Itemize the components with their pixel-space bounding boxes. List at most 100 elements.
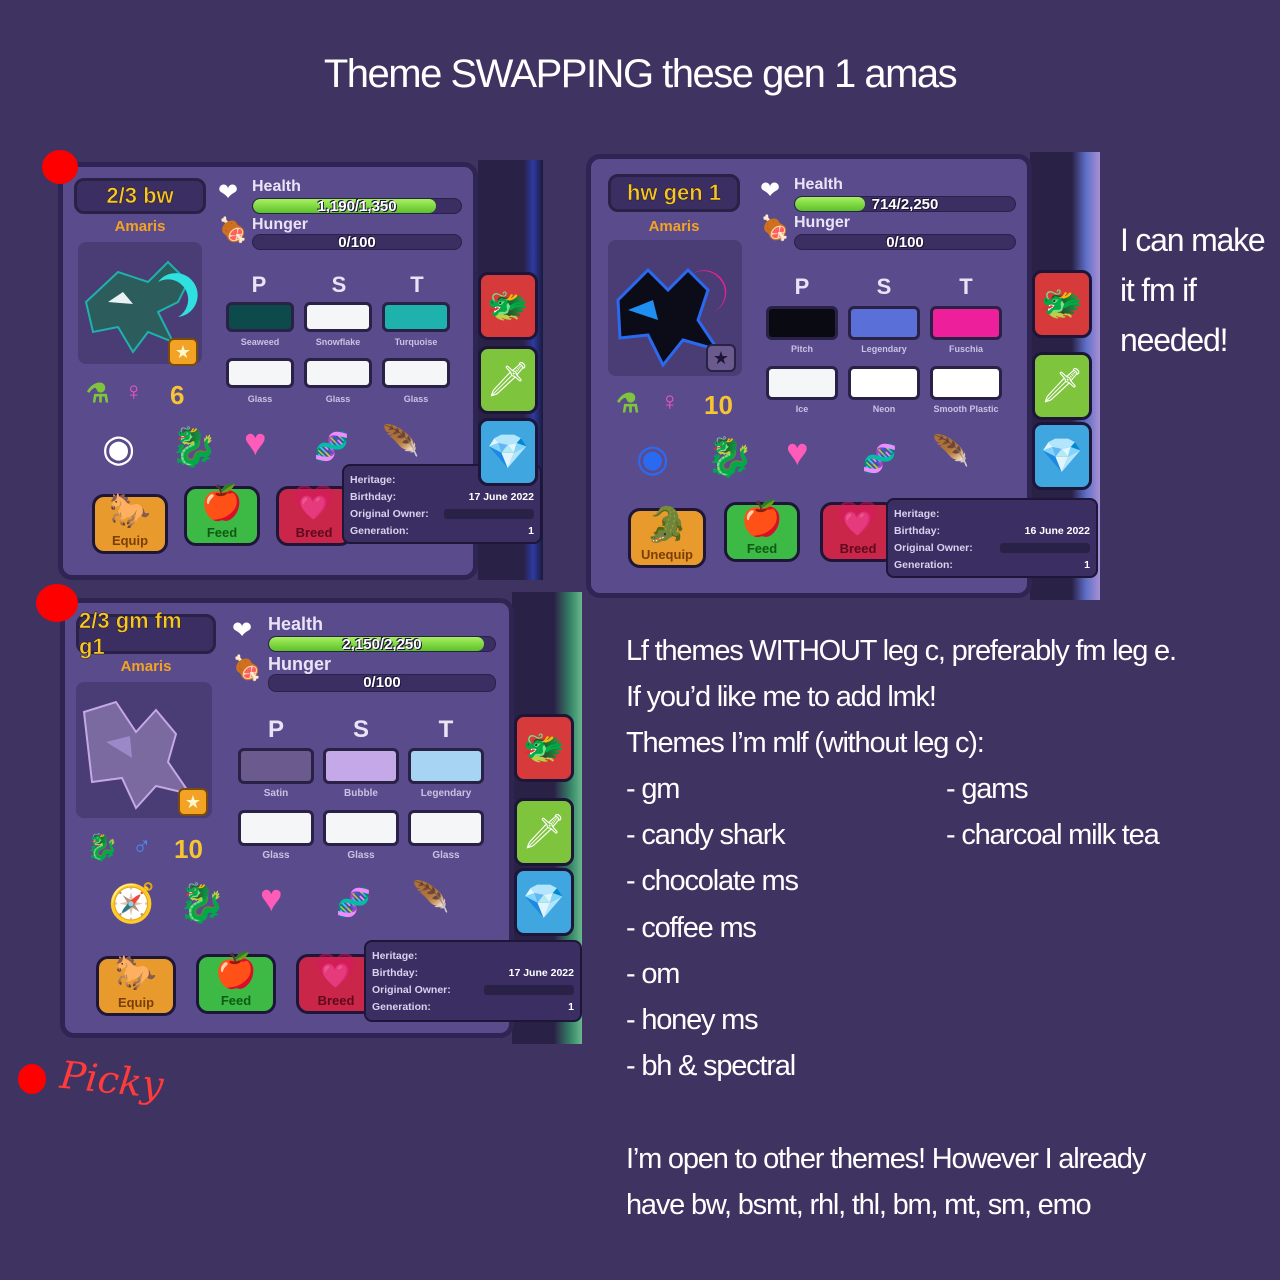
birthday-value: 17 June 2022 (468, 490, 534, 503)
dna-icon[interactable]: 🧬 (862, 443, 897, 474)
tertiary-color-swatch[interactable] (382, 302, 450, 332)
pet-accessory-icon[interactable]: 🐉 (170, 427, 218, 469)
owner-name: Amaris (648, 218, 700, 235)
pet-card-3: 2/3 gm fm g1 Amaris ★ ❤ Health 2,150/2,2… (52, 592, 582, 1044)
feather-icon[interactable]: 🪶 (932, 435, 970, 468)
primary-header: P (794, 274, 810, 299)
primary-color-swatch[interactable] (238, 748, 314, 784)
breed-button[interactable]: 💗 Breed (276, 484, 352, 546)
compass-icon[interactable]: 🧭 (108, 883, 156, 925)
pet-accessory-icon[interactable]: 🐉 (178, 883, 226, 925)
dragon-head-button[interactable]: 🐲 (478, 272, 538, 340)
star-icon[interactable]: ★ (178, 788, 208, 816)
health-label: Health (268, 614, 324, 634)
tertiary-material-swatch[interactable] (382, 358, 450, 388)
hunger-label: Hunger (268, 654, 331, 674)
primary-material-label: Ice (795, 404, 809, 414)
secondary-color-swatch[interactable] (848, 306, 920, 340)
redacted-owner (444, 508, 534, 519)
heritage-tooltip: Heritage: Birthday:16 June 2022 Original… (886, 498, 1098, 578)
age-value: 6 (170, 380, 185, 410)
sword-button[interactable]: 🗡 (514, 798, 574, 866)
breed-button[interactable]: 💗 Breed (296, 952, 376, 1014)
request-line: Lf themes WITHOUT leg c, preferably fm l… (626, 635, 1177, 667)
tertiary-color-swatch[interactable] (408, 748, 484, 784)
tertiary-color-swatch[interactable] (930, 306, 1002, 340)
breed-button[interactable]: 💗 Breed (820, 500, 896, 562)
primary-material-label: Glass (262, 850, 290, 861)
feed-button[interactable]: 🍎 Feed (184, 484, 260, 546)
theme-item: - candy shark (626, 819, 786, 852)
red-marker-dot (18, 1064, 46, 1094)
primary-material-swatch[interactable] (766, 366, 838, 400)
feed-button[interactable]: 🍎 Feed (724, 500, 800, 562)
dragon-illustration (616, 267, 727, 368)
breed-label: Breed (317, 993, 355, 1008)
eye-icon[interactable]: ◉ (102, 428, 136, 470)
sword-button[interactable]: 🗡 (1032, 352, 1092, 420)
theme-item: - charcoal milk tea (946, 819, 1160, 852)
tertiary-material-swatch[interactable] (930, 366, 1002, 400)
sword-button[interactable]: 🗡 (478, 346, 538, 414)
secondary-color-swatch[interactable] (323, 748, 399, 784)
pet-card-1: 2/3 bw Amaris ★ ❤ Health 1,190/1,350 🍖 H… (58, 160, 543, 580)
feather-icon[interactable]: 🪶 (382, 425, 420, 458)
theme-item: - chocolate ms (626, 865, 799, 898)
eye-icon[interactable]: ◉ (636, 438, 670, 480)
hunger-label: Hunger (252, 216, 308, 233)
request-line: Themes I’m mlf (without leg c): (626, 727, 985, 759)
closing-line: have bw, bsmt, rhl, thl, bm, mt, sm, emo (626, 1189, 1092, 1221)
dragon-head-button[interactable]: 🐲 (1032, 270, 1092, 338)
secondary-material-swatch[interactable] (848, 366, 920, 400)
age-value: 10 (174, 834, 203, 864)
feather-icon[interactable]: 🪶 (412, 881, 450, 914)
secondary-material-label: Glass (347, 850, 375, 861)
primary-color-label: Pitch (790, 344, 813, 354)
primary-material-swatch[interactable] (238, 810, 314, 846)
dna-icon[interactable]: 🧬 (314, 431, 349, 462)
dragon-head-button[interactable]: 🐲 (514, 714, 574, 782)
female-icon: ♀ (124, 376, 144, 406)
secondary-material-swatch[interactable] (323, 810, 399, 846)
equip-button[interactable]: 🐎 Equip (92, 492, 168, 554)
unequip-icon: 🐊 (645, 506, 689, 544)
dna-gem-button[interactable]: 💎 (514, 868, 574, 936)
tertiary-material-swatch[interactable] (408, 810, 484, 846)
dna-icon[interactable]: 🧬 (336, 887, 371, 918)
redacted-owner (484, 984, 574, 995)
apple-icon: 🍎 (200, 484, 244, 522)
generation-value: 1 (568, 1000, 574, 1013)
star-icon[interactable]: ★ (168, 338, 198, 366)
feed-button[interactable]: 🍎 Feed (196, 952, 276, 1014)
gem-heart-icon[interactable]: ♥ (260, 878, 283, 920)
original-owner-label: Original Owner: (894, 541, 973, 554)
secondary-material-label: Glass (325, 394, 351, 404)
primary-header: P (251, 272, 267, 297)
hunger-value: 0/100 (886, 234, 924, 250)
equip-button[interactable]: 🐎 Equip (96, 954, 176, 1016)
birthday-value: 16 June 2022 (1024, 524, 1090, 537)
primary-color-swatch[interactable] (766, 306, 838, 340)
gem-heart-icon[interactable]: ♥ (244, 422, 267, 464)
primary-color-swatch[interactable] (226, 302, 294, 332)
health-bar: 1,190/1,350 (252, 198, 462, 214)
dna-gem-button[interactable]: 💎 (1032, 422, 1092, 490)
unequip-button[interactable]: 🐊 Unequip (628, 506, 706, 568)
dna-gem-button[interactable]: 💎 (478, 418, 538, 486)
star-icon[interactable]: ★ (706, 344, 736, 372)
tertiary-color-label: Legendary (420, 788, 472, 799)
health-bar-fill (253, 199, 437, 213)
generation-label: Generation: (894, 558, 953, 571)
picky-label: Picky (57, 1052, 166, 1108)
secondary-color-swatch[interactable] (304, 302, 372, 332)
gem-heart-icon[interactable]: ♥ (786, 432, 809, 474)
pet-accessory-icon[interactable]: 🐉 (706, 437, 754, 479)
original-owner-label: Original Owner: (350, 507, 429, 520)
equip-label: Equip (111, 533, 149, 548)
primary-material-swatch[interactable] (226, 358, 294, 388)
heritage-label: Heritage: (894, 507, 940, 520)
side-note-line: it fm if (1120, 272, 1197, 308)
feed-label: Feed (746, 541, 778, 556)
potion-icon: ⚗ (86, 378, 110, 408)
secondary-material-swatch[interactable] (304, 358, 372, 388)
